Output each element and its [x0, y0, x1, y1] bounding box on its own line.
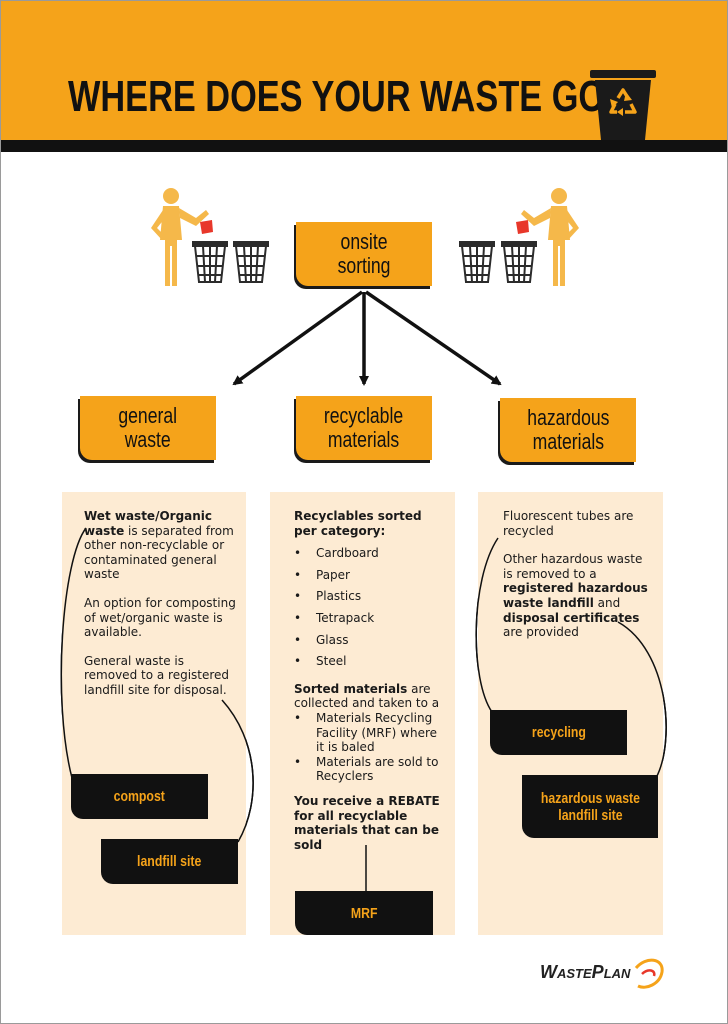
category-item: Tetrapack: [294, 611, 448, 633]
collection-item: Materials are sold to Recyclers: [294, 755, 448, 784]
connector-landfill: [221, 699, 254, 843]
logo-p: P: [591, 962, 604, 982]
hazardous-materials-label: hazardous materials: [526, 405, 610, 454]
logo-aste: ASTE: [557, 966, 592, 981]
connector-compost: [60, 527, 87, 779]
general-waste-box: general waste: [80, 396, 216, 460]
recycle-bin-icon: [590, 70, 656, 140]
arrow-to-hazardous: [365, 290, 502, 386]
category-item: Cardboard: [294, 546, 448, 568]
sorted-materials-bold: Sorted materials: [294, 681, 408, 696]
hazardous-text-a: Other hazardous waste is removed to a: [503, 552, 643, 581]
paper-icon: [516, 220, 529, 234]
hazardous-landfill-label: hazardous waste landfill site: [540, 789, 640, 824]
logo-lan: LAN: [603, 966, 631, 981]
person-icon: [521, 188, 579, 286]
general-waste-text: Wet waste/Organic waste is separated fro…: [84, 509, 240, 712]
hazardous-text: Fluorescent tubes are recycled Other haz…: [503, 509, 655, 654]
landfill-site-box: landfill site: [101, 839, 238, 884]
recyclable-materials-label: recyclable materials: [324, 403, 404, 452]
onsite-sorting-box: onsite sorting: [296, 222, 432, 286]
category-item: Glass: [294, 633, 448, 655]
category-item: Plastics: [294, 589, 448, 611]
general-paragraph-1: Wet waste/Organic waste is separated fro…: [84, 509, 240, 582]
hazardous-text-d: disposal certificates: [503, 610, 640, 625]
hazardous-materials-box: hazardous materials: [500, 398, 636, 462]
recyclable-materials-box: recyclable materials: [296, 396, 432, 460]
connector-hazardous-landfill: [617, 621, 667, 779]
person-icon: [151, 188, 209, 286]
wasteplan-logo: WASTEPLAN: [540, 962, 630, 983]
organic-waste-rest: is separated from other non-recyclable o…: [84, 523, 234, 582]
wire-bin-icon: [501, 241, 537, 283]
category-list: Cardboard Paper Plastics Tetrapack Glass…: [294, 546, 448, 676]
connector-recycling: [475, 537, 499, 713]
onsite-sorting-label: onsite sorting: [337, 229, 391, 278]
compost-box: compost: [71, 774, 208, 819]
page-title: WHERE DOES YOUR WASTE GO?: [68, 72, 627, 121]
collection-item: Materials Recycling Facility (MRF) where…: [294, 711, 448, 755]
logo-w: W: [540, 962, 557, 982]
wire-bin-icon: [233, 241, 269, 283]
hazardous-text-b: registered hazardous waste landfill: [503, 581, 648, 610]
collection-list: Materials Recycling Facility (MRF) where…: [294, 711, 448, 784]
general-waste-label: general waste: [118, 403, 178, 452]
recycling-label: recycling: [531, 724, 586, 741]
general-paragraph-3: General waste is removed to a registered…: [84, 653, 230, 697]
rebate-text: You receive a REBATE for all recyclable …: [294, 793, 440, 852]
category-item: Paper: [294, 568, 448, 590]
organic-waste-bold: Wet waste/Organic waste: [84, 509, 213, 538]
recyclable-heading: Recyclables sorted per category:: [294, 509, 422, 538]
hazardous-landfill-box: hazardous waste landfill site: [522, 775, 658, 838]
recycling-box: recycling: [490, 710, 627, 755]
landfill-site-label: landfill site: [137, 853, 202, 870]
hazardous-text-c: and: [593, 595, 621, 610]
wire-bin-icon: [459, 241, 495, 283]
mrf-label: MRF: [350, 904, 378, 922]
arrow-to-general: [232, 290, 364, 386]
sorted-materials-text: Sorted materials are collected and taken…: [294, 682, 448, 711]
compost-label: compost: [113, 788, 166, 805]
header-underline: [1, 140, 727, 152]
paper-icon: [200, 220, 213, 234]
sorted-materials-rest: are collected and taken to a: [294, 681, 440, 711]
general-paragraph-2: An option for composting of wet/organic …: [84, 595, 236, 640]
hazardous-paragraph-2: Other hazardous waste is removed to a re…: [503, 552, 655, 640]
mrf-box: MRF: [295, 891, 433, 935]
hazardous-paragraph-1: Fluorescent tubes are recycled: [503, 509, 634, 538]
wire-bin-icon: [192, 241, 228, 283]
category-item: Steel: [294, 654, 448, 676]
recyclable-text: Recyclables sorted per category: Cardboa…: [294, 509, 448, 852]
hazardous-text-e: are provided: [503, 625, 579, 640]
